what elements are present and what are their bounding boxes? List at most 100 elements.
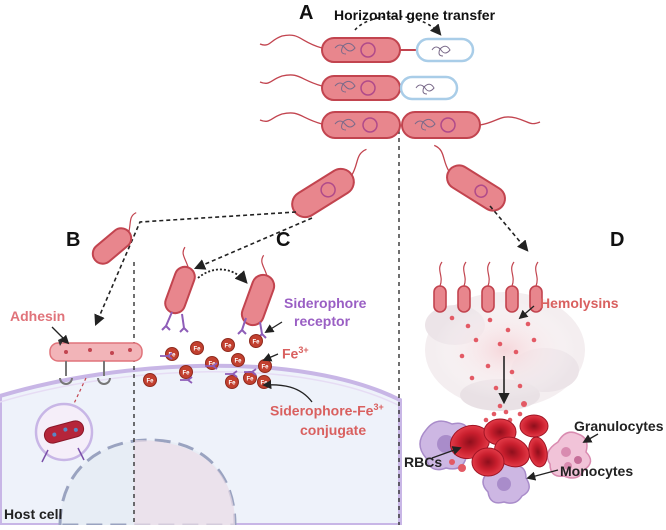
hemolysin-dot — [473, 337, 479, 343]
siderophore-receptor-label-1: Siderophore — [284, 295, 367, 311]
conjugate-pointer — [262, 380, 313, 403]
arrow-to-d — [489, 205, 529, 252]
hemolysin-dot — [485, 363, 491, 369]
hemolysin-dot — [449, 315, 455, 321]
iron-atom-label: Fe — [168, 352, 176, 358]
panel-label-c: C — [276, 229, 291, 251]
hgt-recipient-1 — [415, 37, 475, 63]
siderophore — [160, 352, 173, 360]
fe3-label: Fe3+ — [282, 345, 309, 362]
granulocytes-label: Granulocytes — [574, 418, 664, 434]
bacteria-row-d — [433, 261, 543, 313]
granulocyte-pointer — [582, 433, 599, 443]
iron-atom-label: Fe — [193, 346, 201, 352]
siderophore — [244, 368, 257, 376]
host-cell — [0, 363, 402, 527]
iron-atom-label: Fe — [246, 376, 254, 382]
hemolysin-dot — [493, 385, 499, 391]
hemolysin-dot — [517, 411, 523, 417]
iron-atom-label: Fe — [234, 358, 242, 364]
fe3-superscript: 3+ — [298, 345, 309, 355]
conjugate-label-1: Siderophore-Fe3+ — [270, 402, 384, 419]
bacterium-adhesin — [49, 336, 143, 385]
bacterium-right — [433, 144, 506, 212]
iron-atom-label: Fe — [261, 364, 269, 370]
nucleus — [58, 438, 237, 527]
hemolysins-label: Hemolysins — [540, 295, 619, 311]
rbcs-label: RBCs — [404, 454, 443, 470]
iron-atom-label: Fe — [252, 339, 260, 345]
hemolysin-dot — [491, 411, 497, 417]
iron-atom: Fe — [143, 373, 157, 387]
bacterium-c-1 — [164, 246, 196, 315]
bacterium-d — [505, 261, 519, 313]
fe3-text: Fe — [282, 345, 299, 362]
receptor-pointer — [264, 321, 283, 333]
panel-label-a: A — [299, 2, 314, 24]
bacterium-c-2 — [240, 254, 276, 327]
granulocyte — [546, 431, 592, 479]
conjugate-label-2: conjugate — [300, 422, 367, 438]
hemolysin-dot — [513, 349, 519, 355]
panel-label-d: D — [610, 229, 625, 251]
siderophore-uptake-arrow — [197, 268, 248, 284]
hemolysin-dot — [459, 353, 465, 359]
iron-atom: Fe — [258, 359, 272, 373]
iron-atom-label: Fe — [208, 361, 216, 367]
hgt-donor-2 — [259, 74, 401, 101]
hemolysin-particles — [449, 315, 537, 423]
iron-atom: Fe — [257, 375, 271, 389]
hemolysin-dot — [465, 323, 471, 329]
iron-atom: Fe — [221, 338, 235, 352]
bacterium-left — [291, 148, 367, 219]
conjugate-superscript: 3+ — [373, 402, 384, 412]
bacterium-b-free — [91, 212, 137, 265]
siderophore — [205, 362, 218, 370]
fe-pointer — [262, 352, 279, 362]
iron-atom: Fe — [231, 353, 245, 367]
hemolysin-dot — [469, 375, 475, 381]
bacterium-d — [529, 261, 543, 313]
hemolysin-pointer — [518, 305, 535, 320]
iron-atom-label: Fe — [224, 343, 232, 349]
conjugate-text: Siderophore-Fe — [270, 402, 374, 419]
iron-atom-label: Fe — [146, 378, 154, 384]
iron-atom-label: Fe — [182, 370, 190, 376]
hemolysin-dot — [517, 383, 523, 389]
iron-atom: Fe — [179, 365, 193, 379]
hemolysin-dot — [497, 403, 503, 409]
hemolysin-dot — [483, 417, 489, 423]
hemolysin-dot — [509, 369, 515, 375]
siderophore — [225, 370, 238, 378]
hemolysin-dot — [505, 327, 511, 333]
rbc-cluster — [449, 401, 549, 477]
monocytes-label: Monocytes — [560, 463, 634, 479]
arrow-to-b — [94, 211, 297, 327]
bacterium-d — [433, 261, 447, 313]
iron-atom: Fe — [225, 375, 239, 389]
iron-atom: Fe — [249, 334, 263, 348]
host-cell-label: Host cell — [4, 506, 63, 522]
rbc-pointer — [431, 446, 462, 459]
siderophore-receptor-label-2: receptor — [294, 313, 351, 329]
hemolysin-dot — [531, 337, 537, 343]
adhesin-pointer — [51, 326, 70, 345]
bacterium-d — [481, 261, 495, 313]
internalized-bacterium — [34, 402, 94, 463]
siderophore — [180, 376, 193, 384]
hemolysin-dot — [503, 409, 509, 415]
arrow-to-c — [193, 217, 313, 270]
hemolysin-dot — [497, 341, 503, 347]
adhesin-label: Adhesin — [10, 308, 66, 324]
monocyte-pointer — [526, 469, 559, 481]
iron-atom: Fe — [190, 341, 204, 355]
hgt-title: Horizontal gene transfer — [334, 7, 496, 23]
hgt-arrow — [354, 15, 442, 36]
hgt-dividing-pair — [259, 111, 541, 139]
bacterium-d — [457, 261, 471, 313]
hemolysin-dot — [487, 317, 493, 323]
hgt-donor-1 — [259, 34, 417, 63]
